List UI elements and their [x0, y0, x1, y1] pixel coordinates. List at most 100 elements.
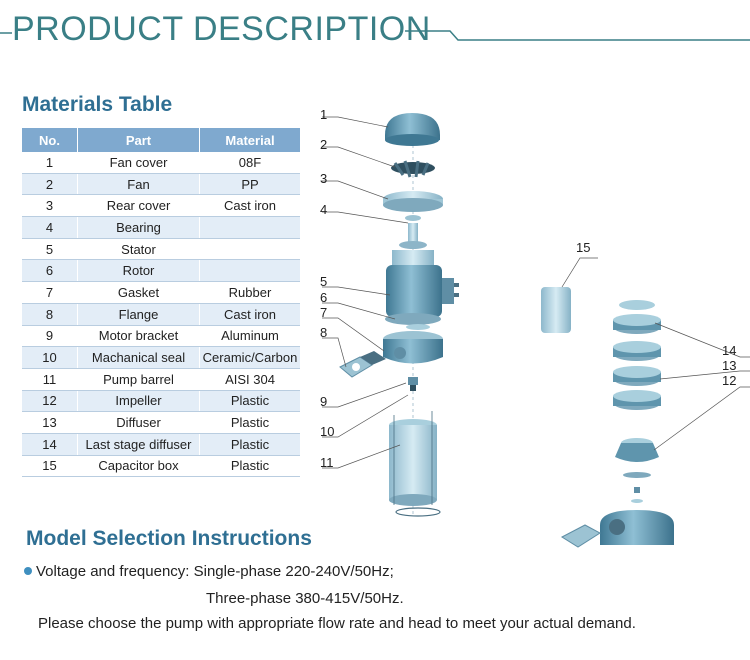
callout-3: 3 — [320, 171, 327, 186]
pump-base-part — [560, 510, 674, 548]
cell-no: 2 — [22, 173, 78, 196]
cell-no: 6 — [22, 259, 78, 283]
callout-7: 7 — [320, 305, 327, 320]
callout-4: 4 — [320, 202, 327, 217]
callout-5: 5 — [320, 274, 327, 289]
cell-no: 11 — [22, 368, 78, 391]
cell-material: Ceramic/Carbon — [199, 346, 300, 369]
cell-material: Aluminum — [199, 325, 300, 348]
pump-barrel-part — [389, 411, 441, 517]
cell-material: Plastic — [199, 411, 300, 434]
fan-part — [391, 160, 435, 178]
callout-1: 1 — [320, 107, 327, 122]
cell-no: 15 — [22, 455, 78, 478]
cell-no: 12 — [22, 390, 78, 413]
three-phase-text: Three-phase 380-415V/50Hz. — [206, 590, 404, 607]
cell-material: Plastic — [199, 455, 300, 478]
cell-material: 08F — [199, 152, 300, 174]
column-header-material: Material — [199, 128, 300, 152]
flange-part — [339, 351, 386, 378]
callout-12: 12 — [722, 373, 736, 388]
column-header-part: Part — [77, 128, 200, 152]
callout-10: 10 — [320, 424, 334, 439]
callout-8: 8 — [320, 325, 327, 340]
motor-bracket-part — [383, 331, 443, 364]
voltage-text: Voltage and frequency: Single-phase 220-… — [36, 563, 394, 580]
header-rule — [0, 30, 750, 41]
bearing-part — [399, 215, 427, 249]
cell-part: Rotor — [77, 259, 200, 283]
cell-part: Fan cover — [77, 152, 200, 174]
cell-material: Cast iron — [199, 194, 300, 218]
cell-no: 3 — [22, 194, 78, 218]
cell-material — [199, 259, 300, 283]
cell-part: Bearing — [77, 216, 200, 239]
cell-material: AISI 304 — [199, 368, 300, 391]
table-header-row: No. Part Material — [22, 128, 300, 152]
pump-exploded-diagram: 1 2 3 4 5 6 7 8 9 10 11 12 13 14 15 — [320, 107, 750, 548]
cell-part: Pump barrel — [77, 368, 200, 391]
callout-11: 11 — [320, 455, 334, 470]
callout-6: 6 — [320, 290, 327, 305]
cell-material: Cast iron — [199, 303, 300, 326]
cell-part: Motor bracket — [77, 325, 200, 348]
cell-no: 13 — [22, 411, 78, 434]
callout-2: 2 — [320, 137, 327, 152]
cell-no: 7 — [22, 281, 78, 304]
page-title: PRODUCT DESCRIPTION — [12, 10, 431, 48]
cell-part: Flange — [77, 303, 200, 326]
cell-material: Rubber — [199, 281, 300, 304]
cell-part: Fan — [77, 173, 200, 196]
cell-no: 14 — [22, 433, 78, 456]
cell-no: 10 — [22, 346, 78, 369]
cell-part: Capacitor box — [77, 455, 200, 478]
voltage-line: Voltage and frequency: Single-phase 220-… — [24, 563, 394, 580]
cell-material — [199, 216, 300, 239]
cell-no: 9 — [22, 325, 78, 348]
callout-14: 14 — [722, 343, 736, 358]
cell-part: Rear cover — [77, 194, 200, 218]
cell-material: Plastic — [199, 390, 300, 413]
cell-part: Diffuser — [77, 411, 200, 434]
cell-part: Impeller — [77, 390, 200, 413]
cell-no: 8 — [22, 303, 78, 326]
cell-part: Stator — [77, 238, 200, 261]
fan-cover-part — [385, 113, 440, 146]
stator-part — [385, 250, 459, 330]
cell-part: Gasket — [77, 281, 200, 304]
cell-no: 4 — [22, 216, 78, 239]
model-selection-title: Model Selection Instructions — [26, 527, 312, 550]
cell-part: Last stage diffuser — [77, 433, 200, 456]
callout-13: 13 — [722, 358, 736, 373]
bullet-dot-icon — [24, 567, 32, 576]
callout-15: 15 — [576, 240, 590, 255]
cell-material: Plastic — [199, 433, 300, 456]
column-header-no: No. — [22, 128, 78, 152]
leader-lines — [322, 116, 750, 469]
cell-no: 1 — [22, 152, 78, 174]
mechanical-seal-part — [408, 377, 418, 391]
cell-part: Machanical seal — [77, 346, 200, 369]
callout-9: 9 — [320, 394, 327, 409]
rear-cover-part — [383, 191, 443, 212]
choose-text: Please choose the pump with appropriate … — [38, 615, 636, 632]
diffuser-stack-part — [613, 300, 661, 503]
cell-no: 5 — [22, 238, 78, 261]
materials-table-title: Materials Table — [22, 93, 173, 116]
